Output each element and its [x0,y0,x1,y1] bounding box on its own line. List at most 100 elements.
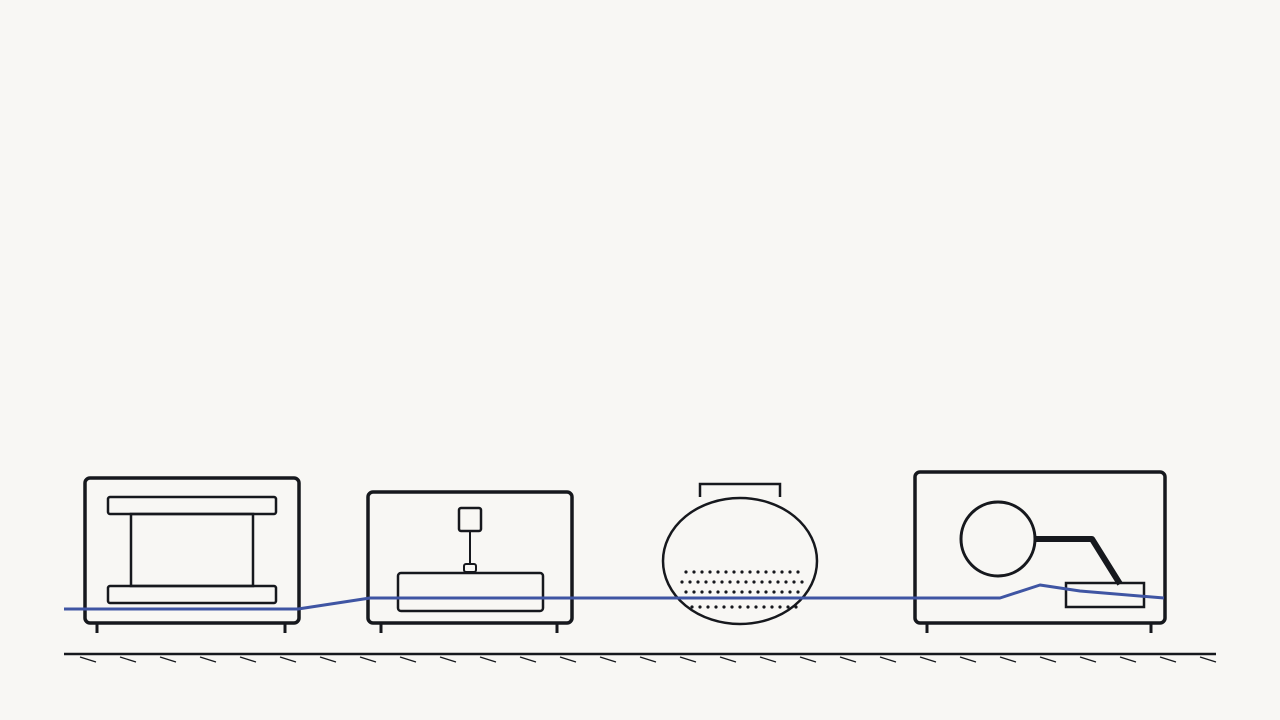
perforation-dot [724,590,728,594]
perforation-dot [796,570,800,574]
perforation-dot [748,590,752,594]
perforation-dot [762,605,766,609]
perforation-dot [746,605,750,609]
perforation-dot [692,590,696,594]
perforation-dot [706,605,710,609]
perforation-dot [772,590,776,594]
ground-hatch-mark [1079,656,1097,663]
drum-hopper [698,482,782,497]
perforation-dot [708,590,712,594]
ground-hatch-mark [479,656,497,663]
perforation-dot [716,570,720,574]
ground-hatch-mark [1159,656,1177,663]
ground-hatch-mark [119,656,137,663]
perforation-dot [780,590,784,594]
perforation-dot [684,570,688,574]
ground-hatch-mark [879,656,897,663]
ground-hatch-mark [439,656,457,663]
arm-housing [913,470,1167,625]
press-machine-icon [83,476,301,633]
robot-arm-machine-icon [913,470,1167,633]
ground-hatch-mark [999,656,1017,663]
perforation-dot [736,580,740,584]
perforation-dot [700,570,704,574]
perforation-dot [776,580,780,584]
ground-hatch-mark [759,656,777,663]
ground-hatch-mark [159,656,177,663]
perforation-dot [704,580,708,584]
perforation-dot [772,570,776,574]
perforation-dot [788,570,792,574]
perforation-dot [722,605,726,609]
perforation-dot [714,605,718,609]
ground-hatch-mark [639,656,657,663]
ground-hatch-mark [959,656,977,663]
ground-hatch-mark [919,656,937,663]
perforation-dot [760,580,764,584]
perforation-dot [770,605,774,609]
press-housing [83,476,301,625]
perforation-dot [728,580,732,584]
ground-hatch-mark [279,656,297,663]
material-strip [64,583,1165,611]
perforation-dot [680,580,684,584]
perforation-dot [698,605,702,609]
perforation-dot [684,590,688,594]
ground-hatch-mark [839,656,857,663]
perforation-dot [778,605,782,609]
perforated-drum-icon [661,482,819,626]
perforation-dot [744,580,748,584]
perforation-dot [792,580,796,584]
ground-hatching [79,656,1217,663]
drill-machine-icon [366,490,574,633]
ground-hatch-mark [1039,656,1057,663]
ground-hatch-mark [399,656,417,663]
perforation-dot [800,580,804,584]
perforation-dot [768,580,772,584]
perforation-dot [788,590,792,594]
perforation-dot [786,605,790,609]
perforation-dot [796,590,800,594]
perforation-dot [740,570,744,574]
drill-housing [366,490,574,625]
perforation-dot [748,570,752,574]
perforation-dot [764,590,768,594]
ground-hatch-mark [79,656,97,663]
perforation-dot [732,570,736,574]
ground-hatch-mark [239,656,257,663]
perforation-dot [738,605,742,609]
ground-hatch-mark [679,656,697,663]
perforation-dot [756,570,760,574]
ground-hatch-mark [359,656,377,663]
perforation-dot [692,570,696,574]
perforation-dot [756,590,760,594]
perforation-dot [696,580,700,584]
drum-perforations [680,570,804,609]
perforation-dot [720,580,724,584]
perforation-dot [708,570,712,574]
perforation-dot [752,580,756,584]
perforation-dot [740,590,744,594]
ground-hatch-mark [599,656,617,663]
ground-hatch-mark [719,656,737,663]
perforation-dot [764,570,768,574]
ground-hatch-mark [199,656,217,663]
perforation-dot [794,605,798,609]
ground-hatch-mark [1199,656,1217,663]
press-lower-plate [106,584,278,605]
perforation-dot [730,605,734,609]
ground-hatch-mark [319,656,337,663]
drum-body [661,496,819,626]
ground-hatch-mark [799,656,817,663]
ground-hatch-mark [559,656,577,663]
perforation-dot [688,580,692,584]
perforation-dot [780,570,784,574]
perforation-dot [700,590,704,594]
perforation-dot [724,570,728,574]
ground [64,652,1217,663]
perforation-dot [716,590,720,594]
perforation-dot [784,580,788,584]
